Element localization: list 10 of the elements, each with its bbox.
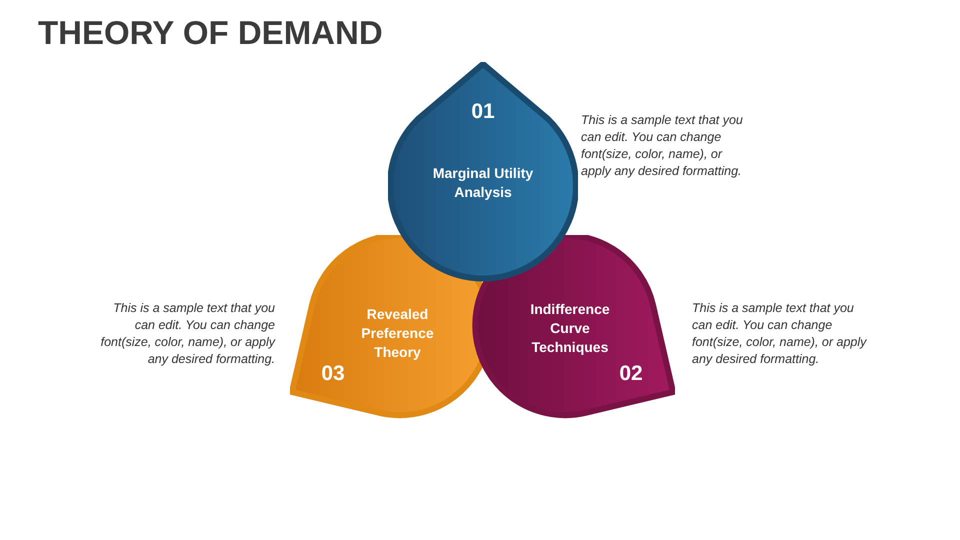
- step-title: Marginal Utility Analysis: [432, 164, 534, 202]
- description-text: This is a sample text that you can edit. You can change font(size, color, name), or apply any desired formatting.: [692, 300, 867, 368]
- step-title: Revealed Preference Theory: [360, 305, 435, 362]
- description-text: This is a sample text that you can edit. You can change font(size, color, name), or apply any desired formatting.: [100, 300, 275, 368]
- step-number: 03: [320, 362, 346, 386]
- slide-title: THEORY OF DEMAND: [38, 14, 383, 52]
- step-title: Indifference Curve Techniques: [529, 300, 611, 357]
- step-number: 02: [618, 362, 644, 386]
- step-number: 01: [470, 100, 496, 124]
- description-text: This is a sample text that you can edit. You can change font(size, color, name), or apply any desired formatting.: [581, 112, 744, 180]
